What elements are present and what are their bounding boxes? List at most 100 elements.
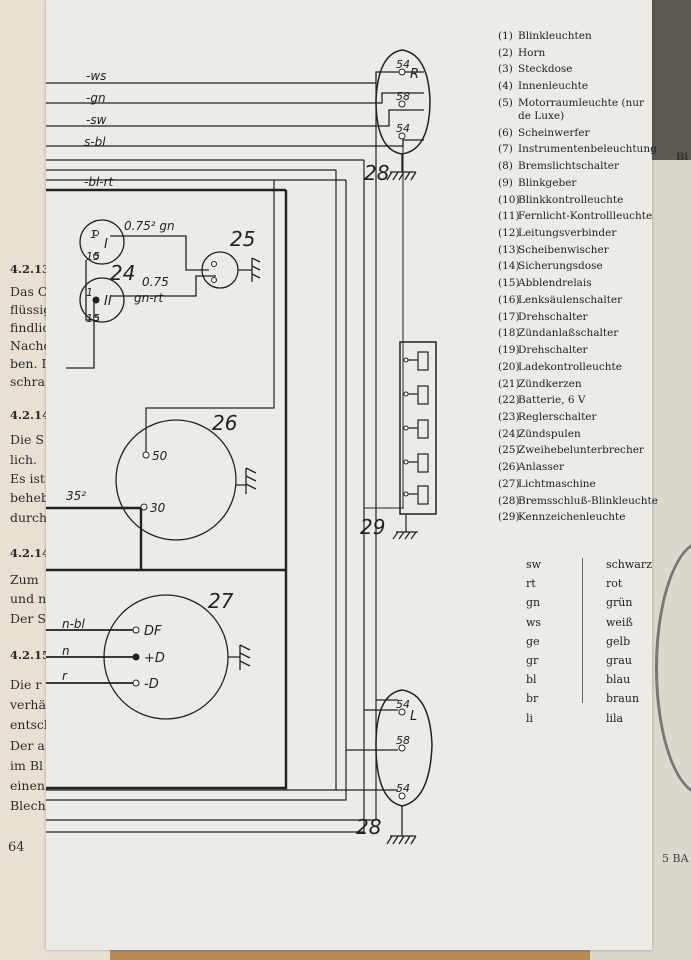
component-27-label: 27 xyxy=(208,589,234,613)
coil-feed xyxy=(66,300,95,369)
terminal-15-II: 15 xyxy=(86,312,100,325)
legend-item: (7)Instrumentenbeleuchtung xyxy=(498,143,658,156)
component-29-label: 29 xyxy=(360,515,385,539)
left-page-line: beheb xyxy=(10,490,49,505)
wire-vertical-1 xyxy=(46,83,377,821)
color-code-row: gn grün xyxy=(526,596,652,615)
legend-text: Bremsschluß-Blinkleuchte xyxy=(518,494,658,507)
left-page-line: 4.2.15. xyxy=(10,648,55,662)
legend-item: (25)Zweihebelunterbrecher xyxy=(498,444,658,457)
left-page-line: Die S xyxy=(10,432,44,447)
terminal-58-L: 58 xyxy=(396,734,410,747)
legend-item: (18)Zündanlaßschalter xyxy=(498,327,658,340)
color-code-row: rt rot xyxy=(526,577,652,596)
legend-item: (22)Batterie, 6 V xyxy=(498,394,658,407)
wire-generator xyxy=(46,629,134,684)
legend-number: (21) xyxy=(498,377,520,390)
color-abbr: rt xyxy=(526,577,536,591)
left-page-line: lich. xyxy=(10,452,38,467)
legend-number: (27) xyxy=(498,477,520,490)
legend-text: Lenksäulenschalter xyxy=(518,293,623,306)
color-abbr: bl xyxy=(526,673,537,687)
legend-item: (16)Lenksäulenschalter xyxy=(498,294,658,307)
legend-text: Lichtmaschine xyxy=(518,477,596,490)
legend-item: (24)Zündspulen xyxy=(498,428,658,441)
component-legend: (1)Blinkleuchten(2)Horn(3)Steckdose(4)In… xyxy=(498,30,658,528)
legend-text: Anlasser xyxy=(518,461,564,474)
legend-text: Blinkgeber xyxy=(518,176,577,189)
label-gn: -gn xyxy=(86,91,106,105)
color-name: rot xyxy=(606,577,623,591)
legend-number: (20) xyxy=(498,360,520,373)
terminal-plus-D: +D xyxy=(144,651,165,666)
legend-text: Innenleuchte xyxy=(518,80,589,93)
starter-26 xyxy=(115,419,237,541)
ground-25 xyxy=(238,257,261,282)
legend-number: (14) xyxy=(498,260,520,273)
left-page-line: einen xyxy=(10,778,45,793)
terminal-58-R: 58 xyxy=(396,90,410,103)
color-name: weiß xyxy=(606,615,633,629)
terminal-II: II xyxy=(104,294,112,309)
legend-item: (29)Kennzeichenleuchte xyxy=(498,511,658,524)
photo-caption: Bi xyxy=(676,152,689,163)
component-28a-label: 28 xyxy=(364,161,389,185)
legend-number: (7) xyxy=(498,143,513,156)
wire-vertical-2 xyxy=(46,160,365,833)
legend-text: Zweihebelunterbrecher xyxy=(518,444,644,457)
legend-item: (10)Blinkkontrolleuchte xyxy=(498,194,658,207)
terminal-54-L: 54 xyxy=(396,698,410,711)
terminal-50: 50 xyxy=(152,449,168,463)
legend-number: (22) xyxy=(498,394,520,407)
legend-item: (2)Horn xyxy=(498,47,658,60)
legend-item: (8)Bremslichtschalter xyxy=(498,160,658,173)
color-abbr: gn xyxy=(526,596,541,610)
legend-text: Reglerschalter xyxy=(518,410,597,423)
legend-item: (21)Zündkerzen xyxy=(498,378,658,391)
color-abbr: sw xyxy=(526,558,542,571)
color-name: grün xyxy=(606,596,633,610)
legend-item: (23)Reglerschalter xyxy=(498,411,658,424)
legend-item: (1)Blinkleuchten xyxy=(498,30,658,43)
left-page-line: Nacho xyxy=(10,338,51,353)
label-nbl: n-bl xyxy=(62,617,86,631)
legend-number: (15) xyxy=(498,277,520,290)
label-sw: -sw xyxy=(86,113,107,127)
left-page-line: schra xyxy=(10,374,45,389)
color-name: schwarz xyxy=(606,558,652,571)
left-page-line: ben. I xyxy=(10,356,47,371)
left-page-line: 4.2.13. xyxy=(10,262,55,276)
legend-number: (5) xyxy=(498,96,513,109)
left-page-line: Blech xyxy=(10,798,46,813)
legend-number: (28) xyxy=(498,494,520,507)
legend-number: (10) xyxy=(498,193,520,206)
legend-number: (1) xyxy=(498,30,513,42)
terminal-54-R2: 54 xyxy=(396,122,410,135)
wire-50 xyxy=(145,180,275,455)
legend-number: (13) xyxy=(498,243,520,256)
left-page-line: Es ist xyxy=(10,471,45,486)
left-page-line: Zum xyxy=(10,572,39,587)
legend-text: Scheinwerfer xyxy=(518,126,590,139)
legend-text: Horn xyxy=(518,46,546,59)
plate-lamp-29 xyxy=(399,341,437,515)
label-35: 35² xyxy=(66,489,86,503)
label-n: n xyxy=(62,644,70,658)
legend-text: Ladekontrolleuchte xyxy=(518,360,622,373)
component-28b-label: 28 xyxy=(356,815,381,839)
legend-item: (9)Blinkgeber xyxy=(498,177,658,190)
legend-number: (18) xyxy=(498,327,520,340)
label-ws: -ws xyxy=(86,69,106,83)
left-page-line: durch xyxy=(10,510,48,525)
legend-text: Drehschalter xyxy=(518,310,588,323)
legend-item: (17)Drehschalter xyxy=(498,311,658,324)
coil-link xyxy=(85,260,94,321)
legend-text: Zündspulen xyxy=(518,427,581,440)
legend-item: (14)Sicherungsdose xyxy=(498,260,658,273)
ground-27 xyxy=(228,644,251,670)
